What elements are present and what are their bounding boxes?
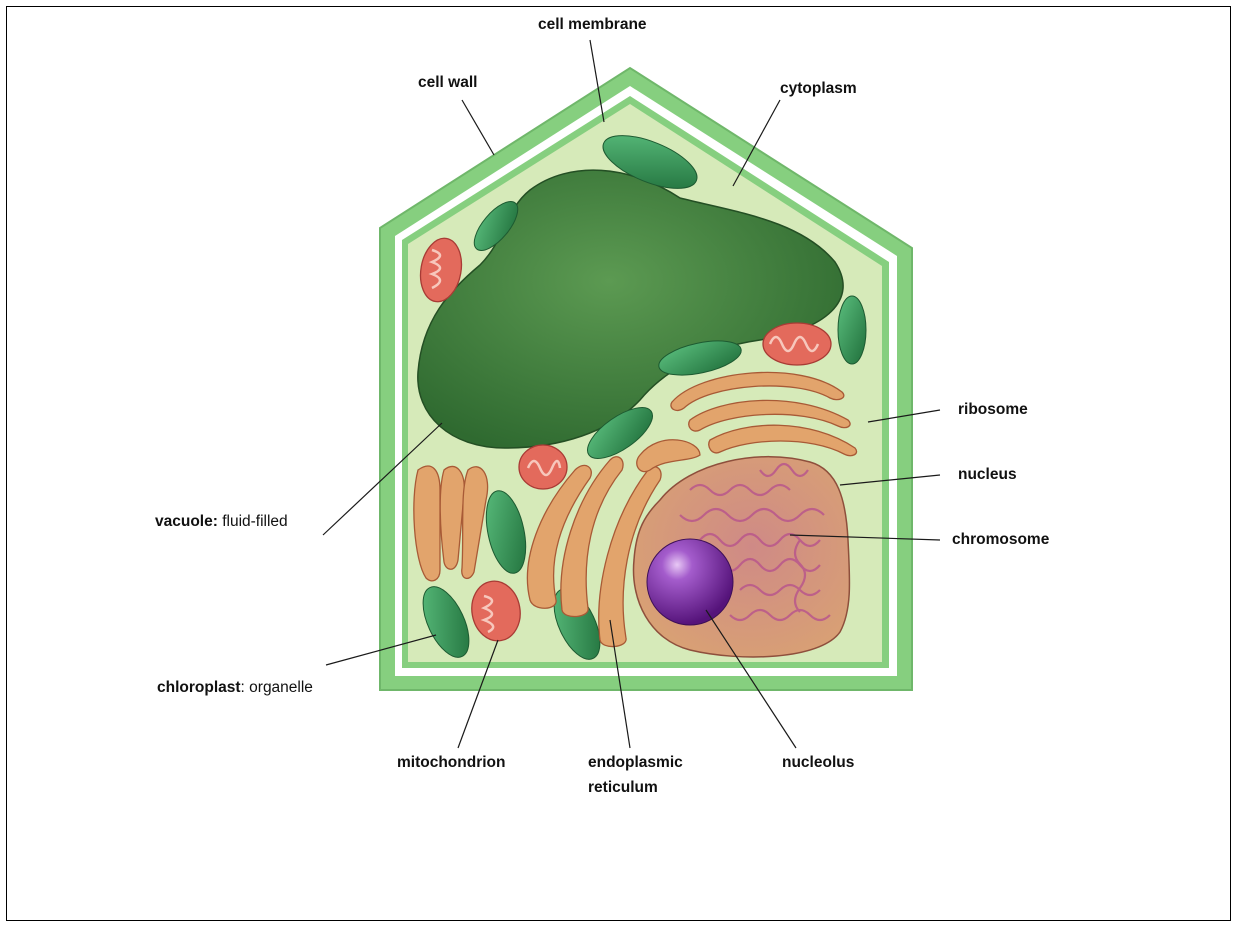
svg-text:cell membrane: cell membrane [538, 16, 647, 33]
label-vacuole: vacuole: [155, 513, 218, 530]
label-cell-wall: cell wall [418, 74, 477, 91]
svg-text:chloroplast: organelle: chloroplast: organelle [157, 679, 313, 696]
label-mitochondrion: mitochondrion [397, 754, 506, 771]
label-er-line2: reticulum [588, 779, 658, 796]
label-cell-membrane: cell membrane [538, 16, 647, 33]
nucleolus [647, 539, 733, 625]
label-nucleus: nucleus [958, 466, 1017, 483]
svg-text:mitochondrion: mitochondrion [397, 754, 506, 771]
svg-text:nucleolus: nucleolus [782, 754, 854, 771]
svg-text:vacuole: fluid-filled: vacuole: fluid-filled [155, 513, 288, 530]
svg-text:nucleus: nucleus [958, 466, 1017, 483]
label-vacuole-desc: fluid-filled [218, 513, 288, 530]
label-chloroplast-desc: : organelle [241, 679, 313, 696]
label-chloroplast: chloroplast [157, 679, 241, 696]
svg-text:reticulum: reticulum [588, 779, 658, 796]
svg-text:ribosome: ribosome [958, 401, 1028, 418]
label-nucleolus: nucleolus [782, 754, 854, 771]
svg-text:endoplasmic: endoplasmic [588, 754, 683, 771]
svg-text:chromosome: chromosome [952, 531, 1050, 548]
label-er-line1: endoplasmic [588, 754, 683, 771]
label-cytoplasm: cytoplasm [780, 80, 857, 97]
svg-text:cytoplasm: cytoplasm [780, 80, 857, 97]
label-ribosome: ribosome [958, 401, 1028, 418]
label-chromosome: chromosome [952, 531, 1050, 548]
svg-text:cell wall: cell wall [418, 74, 477, 91]
